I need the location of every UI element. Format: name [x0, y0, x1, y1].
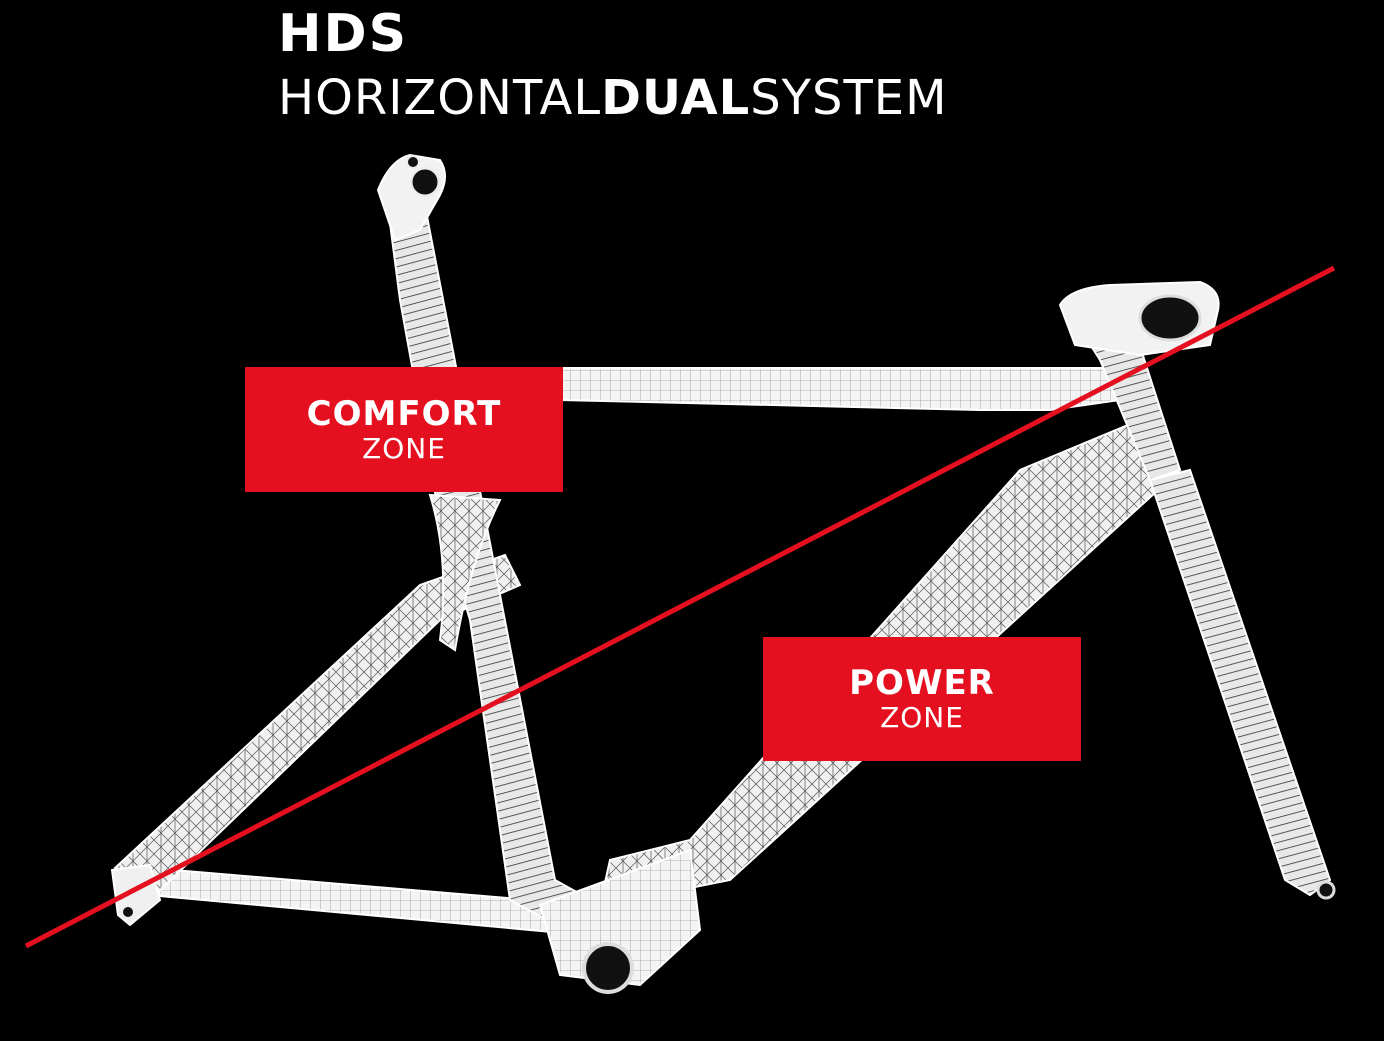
- top-tube: [559, 367, 1122, 411]
- comfort-zone-label: COMFORT ZONE: [245, 367, 563, 492]
- heading-word-system: SYSTEM: [750, 70, 948, 126]
- heading-word-dual: DUAL: [601, 70, 751, 126]
- zone-divider-line: [24, 265, 1336, 949]
- power-zone-title: POWER: [849, 663, 995, 703]
- power-zone-label: POWER ZONE: [763, 637, 1081, 761]
- heading-word-horizontal: HORIZONTAL: [278, 70, 602, 126]
- heading-full-name: HORIZONTALDUALSYSTEM: [278, 70, 948, 126]
- fork-dropout: [1316, 880, 1336, 900]
- fork: [1148, 468, 1332, 897]
- power-zone-subtitle: ZONE: [880, 701, 964, 734]
- bottom-bracket-shell: [538, 848, 702, 987]
- bottom-bracket-hole: [582, 942, 634, 994]
- seat-stay-wishbone: [428, 493, 502, 652]
- comfort-zone-title: COMFORT: [306, 393, 502, 434]
- heading-abbreviation: HDS: [278, 4, 409, 64]
- seat-tube: [383, 178, 602, 937]
- comfort-zone-subtitle: ZONE: [362, 431, 446, 465]
